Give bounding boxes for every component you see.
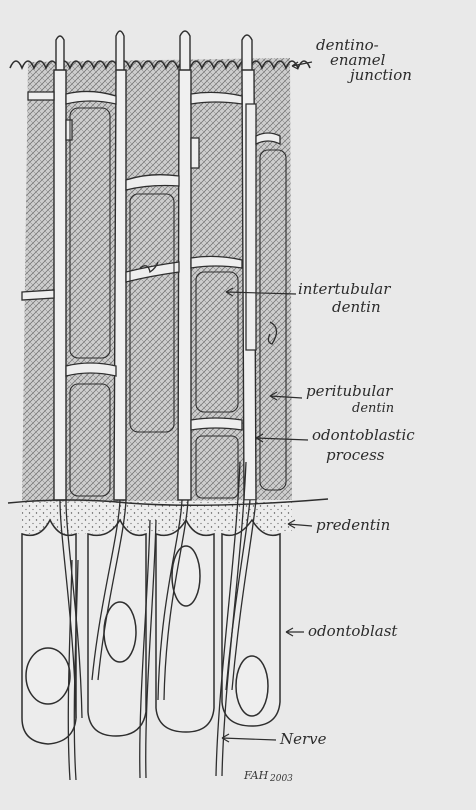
label-intertubular-2: dentin [332,300,381,315]
label-dentinoenamel-3: junction [350,68,412,83]
signature-year: 2003 [270,772,293,787]
label-odontoblastic-2: process [326,448,384,463]
label-intertubular-1: intertubular [298,282,390,297]
label-nerve: Nerve [280,732,327,747]
label-predentin: predentin [316,518,390,533]
label-odontoblastic-1: odontoblastic [312,428,415,443]
nucleus-1 [26,648,70,704]
arrow-odontoblast [286,628,304,636]
label-peritubular-2: dentin [352,402,394,415]
label-odontoblast: odontoblast [308,624,397,639]
label-peritubular-1: peritubular [306,384,392,399]
nucleus-4 [236,656,268,716]
nucleus-2 [104,602,136,662]
signature-initials: FAH [244,768,268,783]
arrow-nerve [222,734,276,742]
